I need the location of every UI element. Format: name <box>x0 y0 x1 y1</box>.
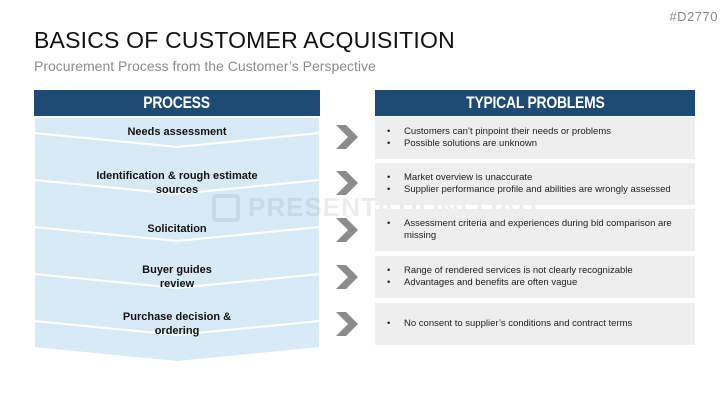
slide-subtitle: Procurement Process from the Customer’s … <box>34 58 376 74</box>
problem-box-3: Assessment criteria and experiences duri… <box>375 209 695 251</box>
slide-title: BASICS OF CUSTOMER ACQUISITION <box>34 27 455 53</box>
problem-list: Assessment criteria and experiences duri… <box>385 218 685 242</box>
process-header: PROCESS <box>34 90 320 116</box>
chevron-right-icon <box>336 312 358 336</box>
problem-item: Customers can’t pinpoint their needs or … <box>385 126 611 138</box>
problem-item: Market overview is unaccurate <box>385 172 671 184</box>
chevron-right-icon <box>336 171 358 195</box>
slide-id-tag: #D2770 <box>669 9 718 24</box>
problem-box-5: No consent to supplier’s conditions and … <box>375 303 695 345</box>
problem-box-1: Customers can’t pinpoint their needs or … <box>375 117 695 159</box>
problem-item: Supplier performance profile and abiliti… <box>385 184 671 196</box>
chevron-right-icon <box>336 265 358 289</box>
process-header-label: PROCESS <box>143 93 211 112</box>
problem-list: Market overview is unaccurate Supplier p… <box>385 172 671 196</box>
problems-header-label: TYPICAL PROBLEMS <box>465 93 605 112</box>
problem-list: No consent to supplier’s conditions and … <box>385 318 632 330</box>
process-chevron-stack <box>33 116 321 364</box>
process-step-3: Solicitation <box>147 223 207 235</box>
problem-list: Customers can’t pinpoint their needs or … <box>385 126 611 150</box>
process-step-4: Buyer guides review <box>142 264 212 290</box>
process-step-5: Purchase decision & ordering <box>122 311 232 337</box>
problem-item: No consent to supplier’s conditions and … <box>385 318 632 330</box>
problem-item: Assessment criteria and experiences duri… <box>385 218 685 242</box>
problem-box-2: Market overview is unaccurate Supplier p… <box>375 163 695 205</box>
problem-box-4: Range of rendered services is not clearl… <box>375 256 695 298</box>
chevron-right-icon <box>336 125 358 149</box>
problems-header: TYPICAL PROBLEMS <box>375 90 695 116</box>
process-step-1: Needs assessment <box>127 126 227 138</box>
watermark-logo-icon <box>212 193 240 222</box>
problem-item: Advantages and benefits are often vague <box>385 277 633 289</box>
problem-item: Possible solutions are unknown <box>385 138 611 150</box>
chevron-shape-6 <box>33 319 321 364</box>
chevron-right-icon <box>336 218 358 242</box>
problem-list: Range of rendered services is not clearl… <box>385 265 633 289</box>
process-step-2: Identification & rough estimate sources <box>96 170 258 196</box>
problem-item: Range of rendered services is not clearl… <box>385 265 633 277</box>
